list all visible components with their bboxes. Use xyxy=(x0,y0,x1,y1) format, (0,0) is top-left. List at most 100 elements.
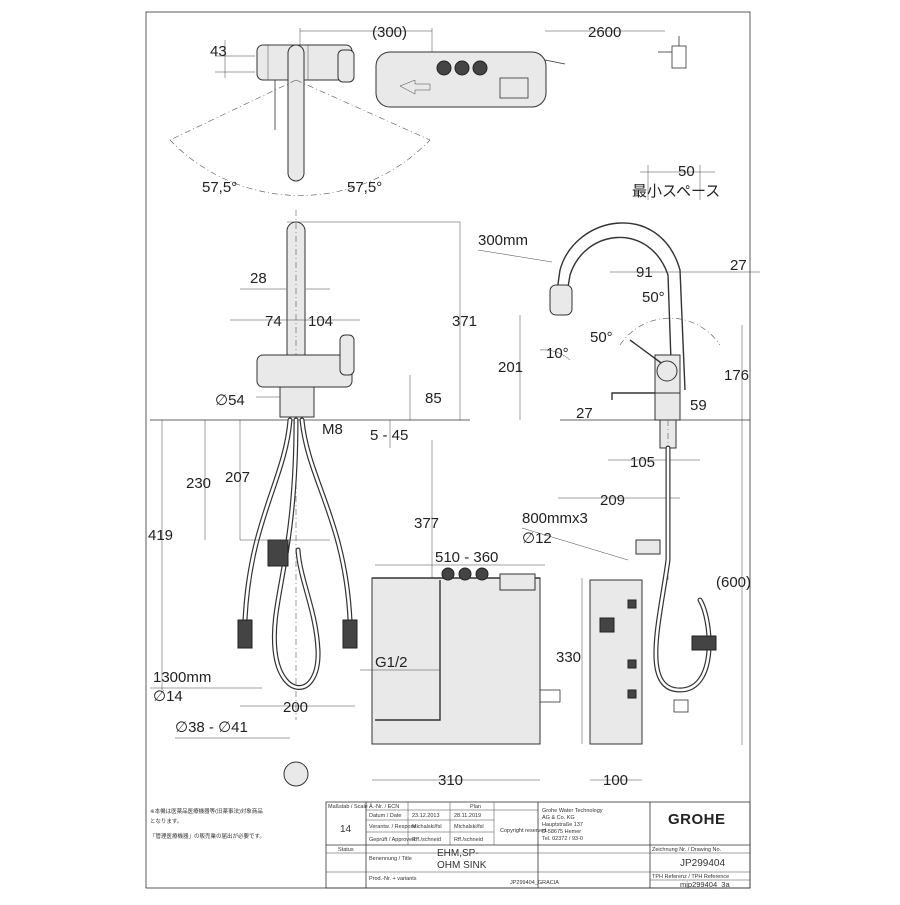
mounting-hole-circle xyxy=(283,761,309,787)
company-line2: AG & Co. KG xyxy=(542,815,575,821)
dim-side-10deg: 10° xyxy=(546,345,569,362)
company-line4: D-58675 Hemer xyxy=(542,829,581,835)
company-line5: Tel. 02372 / 93-0 xyxy=(542,836,583,842)
prod-label: Prod.-Nr. + variants xyxy=(369,876,417,882)
dim-side-800mm: 800mmx3 xyxy=(522,510,588,527)
dim-200: 200 xyxy=(283,699,308,716)
dim-hose-dia: ∅14 xyxy=(153,688,183,705)
dim-419: 419 xyxy=(148,527,173,544)
dim-74: 74 xyxy=(265,313,282,330)
dim-hole-dia: ∅38 - ∅41 xyxy=(175,719,248,736)
dim-angle-left: 57,5° xyxy=(202,179,237,196)
dim-side-dia12: ∅12 xyxy=(522,530,552,547)
power-plug-side-icon xyxy=(673,699,689,713)
dim-angle-right: 57,5° xyxy=(347,179,382,196)
dim-5-45: 5 - 45 xyxy=(370,427,408,444)
zeichnung-label: Zeichnung Nr. / Drawing No. xyxy=(652,847,722,853)
dim-side-201: 201 xyxy=(498,359,523,376)
under-sink-unit: 510 - 360 G1/2 330 310 100 xyxy=(360,549,643,789)
front-view: 28 74 104 371 ∅54 85 M8 5 - 45 230 207 4… xyxy=(148,210,477,787)
sheet-border xyxy=(145,11,751,889)
geprueft-label: Geprüft / Approved xyxy=(369,837,415,843)
verantw-b: Michalski/fsl xyxy=(454,824,484,830)
note-line3: 「管理医療機器」の販売業の届出が必要です。 xyxy=(150,832,265,840)
arrow-icon xyxy=(399,79,431,95)
dim-side-space: 最小スペース xyxy=(632,183,720,200)
dim-side-59: 59 xyxy=(690,397,707,414)
copyright: Copyright reserved xyxy=(500,828,546,834)
drawing-number: JP299404 xyxy=(680,858,725,869)
note-line1: ※本機は医薬品医療機器等(旧薬事法)対象商品 xyxy=(150,807,263,815)
dim-85: 85 xyxy=(425,390,442,407)
verantw-label: Verantw. / Respons. xyxy=(369,824,418,830)
dim-side-27b: 27 xyxy=(576,405,593,422)
check-valve xyxy=(267,539,289,567)
dim-top-43: 43 xyxy=(210,43,227,60)
dim-m8: M8 xyxy=(322,421,343,438)
gooseneck-spout xyxy=(554,222,686,391)
faucet-body-front xyxy=(256,354,353,388)
title-line2: OHM SINK xyxy=(437,860,487,871)
geprueft-a: Rff./schneid xyxy=(412,837,441,843)
plan-label: Plan xyxy=(470,804,481,810)
datum-label: Datum / Date xyxy=(369,813,401,819)
dim-top-300: (300) xyxy=(372,24,407,41)
filter-unit-front xyxy=(371,577,541,745)
scale-label: Maßstab / Scale xyxy=(328,804,368,810)
dim-230: 230 xyxy=(186,475,211,492)
company-line1: Grohe Water Technology xyxy=(542,808,603,814)
dim-side-27a: 27 xyxy=(730,257,747,274)
datum-a: 23.12.2013 xyxy=(412,813,440,819)
dim-side-50deg-b: 50° xyxy=(590,329,613,346)
dim-side-600: (600) xyxy=(716,574,751,591)
title-block: ※本機は医薬品医療機器等(旧薬事法)対象商品 となります。 「管理医療機器」の販… xyxy=(150,801,751,889)
verantw-a: Michalski/fsl xyxy=(412,824,442,830)
top-view: (300) 2600 43 57,5° 57,5° xyxy=(169,24,687,196)
dim-side-176: 176 xyxy=(724,367,749,384)
spout-top xyxy=(287,44,305,182)
title-line1: EHM,SP- xyxy=(437,848,479,859)
dim-box-310: 310 xyxy=(438,772,463,789)
dim-box-g12: G1/2 xyxy=(375,654,408,671)
dim-side-50: 50 xyxy=(678,163,695,180)
dim-side-50deg-a: 50° xyxy=(642,289,665,306)
dim-dia54: ∅54 xyxy=(215,392,245,409)
dim-side-91: 91 xyxy=(636,264,653,281)
scale-value: 14 xyxy=(340,824,352,835)
dim-side-300mm: 300mm xyxy=(478,232,528,249)
dim-371: 371 xyxy=(452,313,477,330)
lever-front xyxy=(339,334,355,376)
dim-side-209: 209 xyxy=(600,492,625,509)
geprueft-b: Rff./schneid xyxy=(454,837,483,843)
tph-value: mjp299404_3a xyxy=(680,880,730,889)
pull-out-head xyxy=(549,284,573,316)
swivel-arc xyxy=(169,139,431,196)
datum-b: 28.11.2019 xyxy=(454,813,481,819)
control-box-top xyxy=(375,51,547,108)
dim-28: 28 xyxy=(250,270,267,287)
side-view: 50 最小スペース 300mm 91 27 50° 50° 10° 201 17… xyxy=(477,163,760,745)
dim-box-100: 100 xyxy=(603,772,628,789)
side-hose xyxy=(653,445,712,693)
note-line2: となります。 xyxy=(150,818,182,825)
benennung-label: Benennung / Title xyxy=(369,856,412,862)
an-nr-label: Ä.-Nr. / ECN xyxy=(369,803,399,810)
dim-top-2600: 2600 xyxy=(588,24,621,41)
dim-box-330: 330 xyxy=(556,649,581,666)
prod-value: JP299404_GRACIA xyxy=(510,880,559,886)
company-line3: Hauptstraße 137 xyxy=(542,822,583,828)
grohe-logo: GROHE xyxy=(668,811,726,828)
status-label: Status xyxy=(338,847,354,853)
power-plug-icon xyxy=(671,45,687,69)
connector-block xyxy=(499,77,529,99)
faucet-base xyxy=(279,386,315,418)
tph-label: TPH Referenz / TPH Reference xyxy=(652,874,729,880)
dim-377: 377 xyxy=(414,515,439,532)
dim-hose-len: 1300mm xyxy=(153,669,211,686)
dim-104: 104 xyxy=(308,313,333,330)
dim-side-105: 105 xyxy=(630,454,655,471)
dim-207: 207 xyxy=(225,469,250,486)
dim-510-360: 510 - 360 xyxy=(435,549,498,566)
